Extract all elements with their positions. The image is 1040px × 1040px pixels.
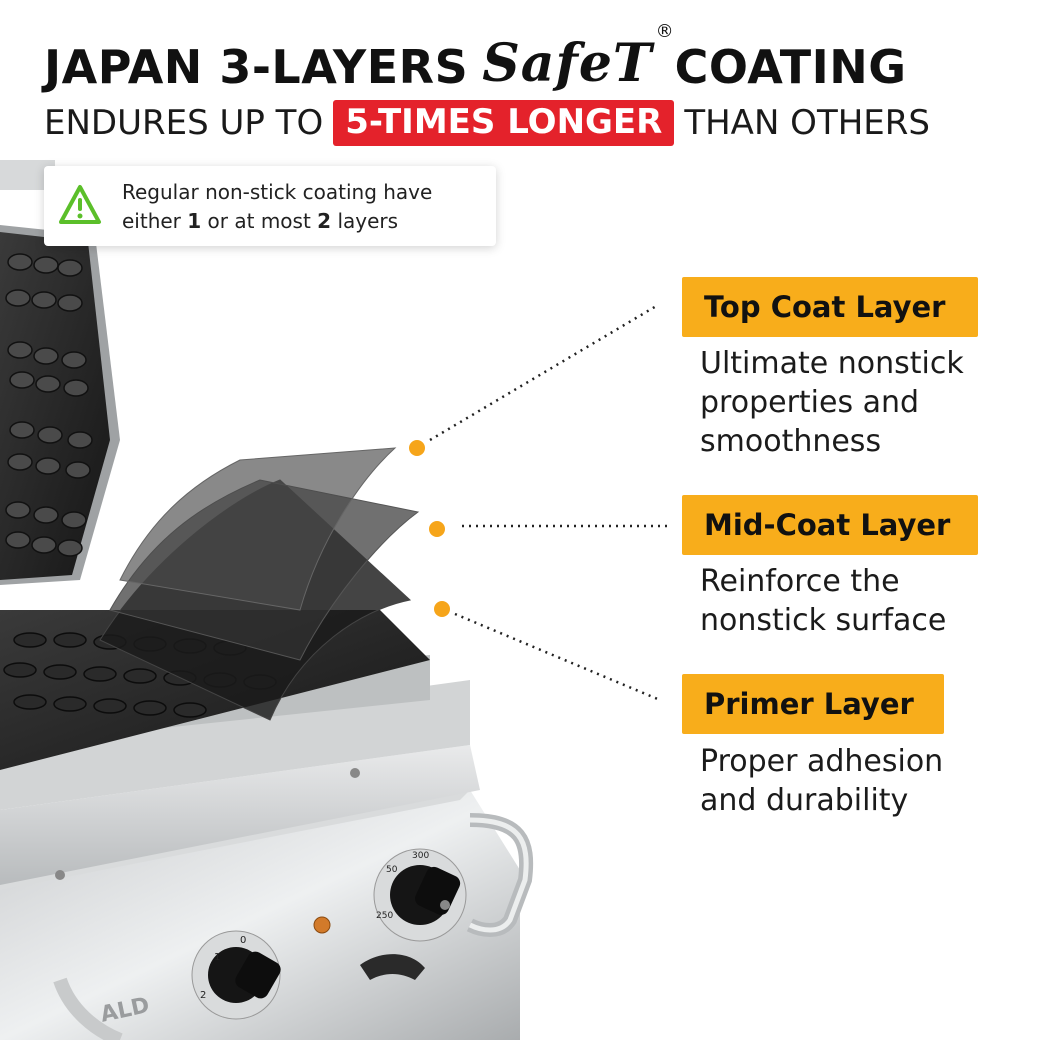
subline-highlight: 5-TIMES LONGER — [333, 100, 675, 146]
connector-top — [429, 303, 659, 442]
note-line-1: Regular non-stick coating have — [122, 180, 433, 204]
upper-lid — [0, 160, 120, 585]
note-prefix: either — [122, 209, 181, 233]
primer-title: Primer Layer — [704, 687, 914, 721]
connector-lines — [429, 303, 670, 702]
top-coat-desc-line: Ultimate nonstick — [700, 346, 964, 381]
top-coat-title: Top Coat Layer — [704, 290, 946, 324]
note-text: Regular non-stick coating have either 1 … — [122, 178, 492, 236]
primer-desc-line: and durability — [700, 783, 909, 818]
thermo-label-50: 50 — [386, 865, 398, 875]
control-knobs: 0 1 2 50 300 250 ALD — [98, 848, 467, 1028]
top-coat-description: Ultimate nonstick properties and smoothn… — [700, 344, 1030, 461]
mid-coat-description: Reinforce the nonstick surface — [700, 562, 1030, 640]
primer-layer-dot — [434, 601, 450, 617]
power-indicator-light — [313, 916, 331, 934]
mid-coat-desc-line: Reinforce the — [700, 564, 900, 599]
headline-prefix: JAPAN 3-LAYERS — [44, 40, 469, 94]
dial-label-2: 2 — [200, 990, 206, 1001]
warning-triangle-icon — [59, 185, 101, 224]
subline-after: THAN OTHERS — [684, 103, 930, 143]
note-line-2: either 1 or at most 2 layers — [122, 207, 492, 236]
top-coat-desc-line: smoothness — [700, 424, 882, 459]
note-suffix: layers — [337, 209, 399, 233]
connector-primer — [454, 612, 661, 702]
registered-mark: ® — [655, 21, 675, 42]
subline-before: ENDURES UP TO — [44, 103, 324, 143]
thermo-label-300: 300 — [412, 851, 429, 861]
note-middle: or at most — [207, 209, 311, 233]
primer-description: Proper adhesion and durability — [700, 742, 1030, 820]
thermo-label-250: 250 — [376, 911, 393, 921]
dial-label-0: 0 — [240, 935, 246, 946]
top-coat-desc-line: properties and — [700, 385, 920, 420]
brand-name: SafeT — [482, 33, 653, 94]
note-num-2: 2 — [317, 209, 332, 233]
subheadline: ENDURES UP TO 5-TIMES LONGER THAN OTHERS — [44, 96, 930, 150]
note-num-1: 1 — [187, 209, 202, 233]
top-layer-dot — [409, 440, 425, 456]
top-coat-badge: Top Coat Layer — [682, 277, 978, 337]
headline: JAPAN 3-LAYERS SafeT ® COATING — [44, 21, 907, 94]
headline-suffix: COATING — [674, 40, 907, 94]
mid-coat-desc-line: nonstick surface — [700, 603, 947, 638]
mid-coat-title: Mid-Coat Layer — [704, 508, 951, 542]
brand-logo: SafeT ® — [482, 21, 673, 94]
mid-coat-badge: Mid-Coat Layer — [682, 495, 978, 555]
coating-layers — [99, 447, 420, 721]
primer-badge: Primer Layer — [682, 674, 944, 734]
waffle-maker-illustration: 0 1 2 50 300 250 ALD — [0, 160, 670, 1040]
dial-label-1: 1 — [214, 952, 220, 963]
primer-desc-line: Proper adhesion — [700, 744, 944, 779]
note-card: Regular non-stick coating have either 1 … — [44, 166, 496, 246]
mid-layer-dot — [429, 521, 445, 537]
